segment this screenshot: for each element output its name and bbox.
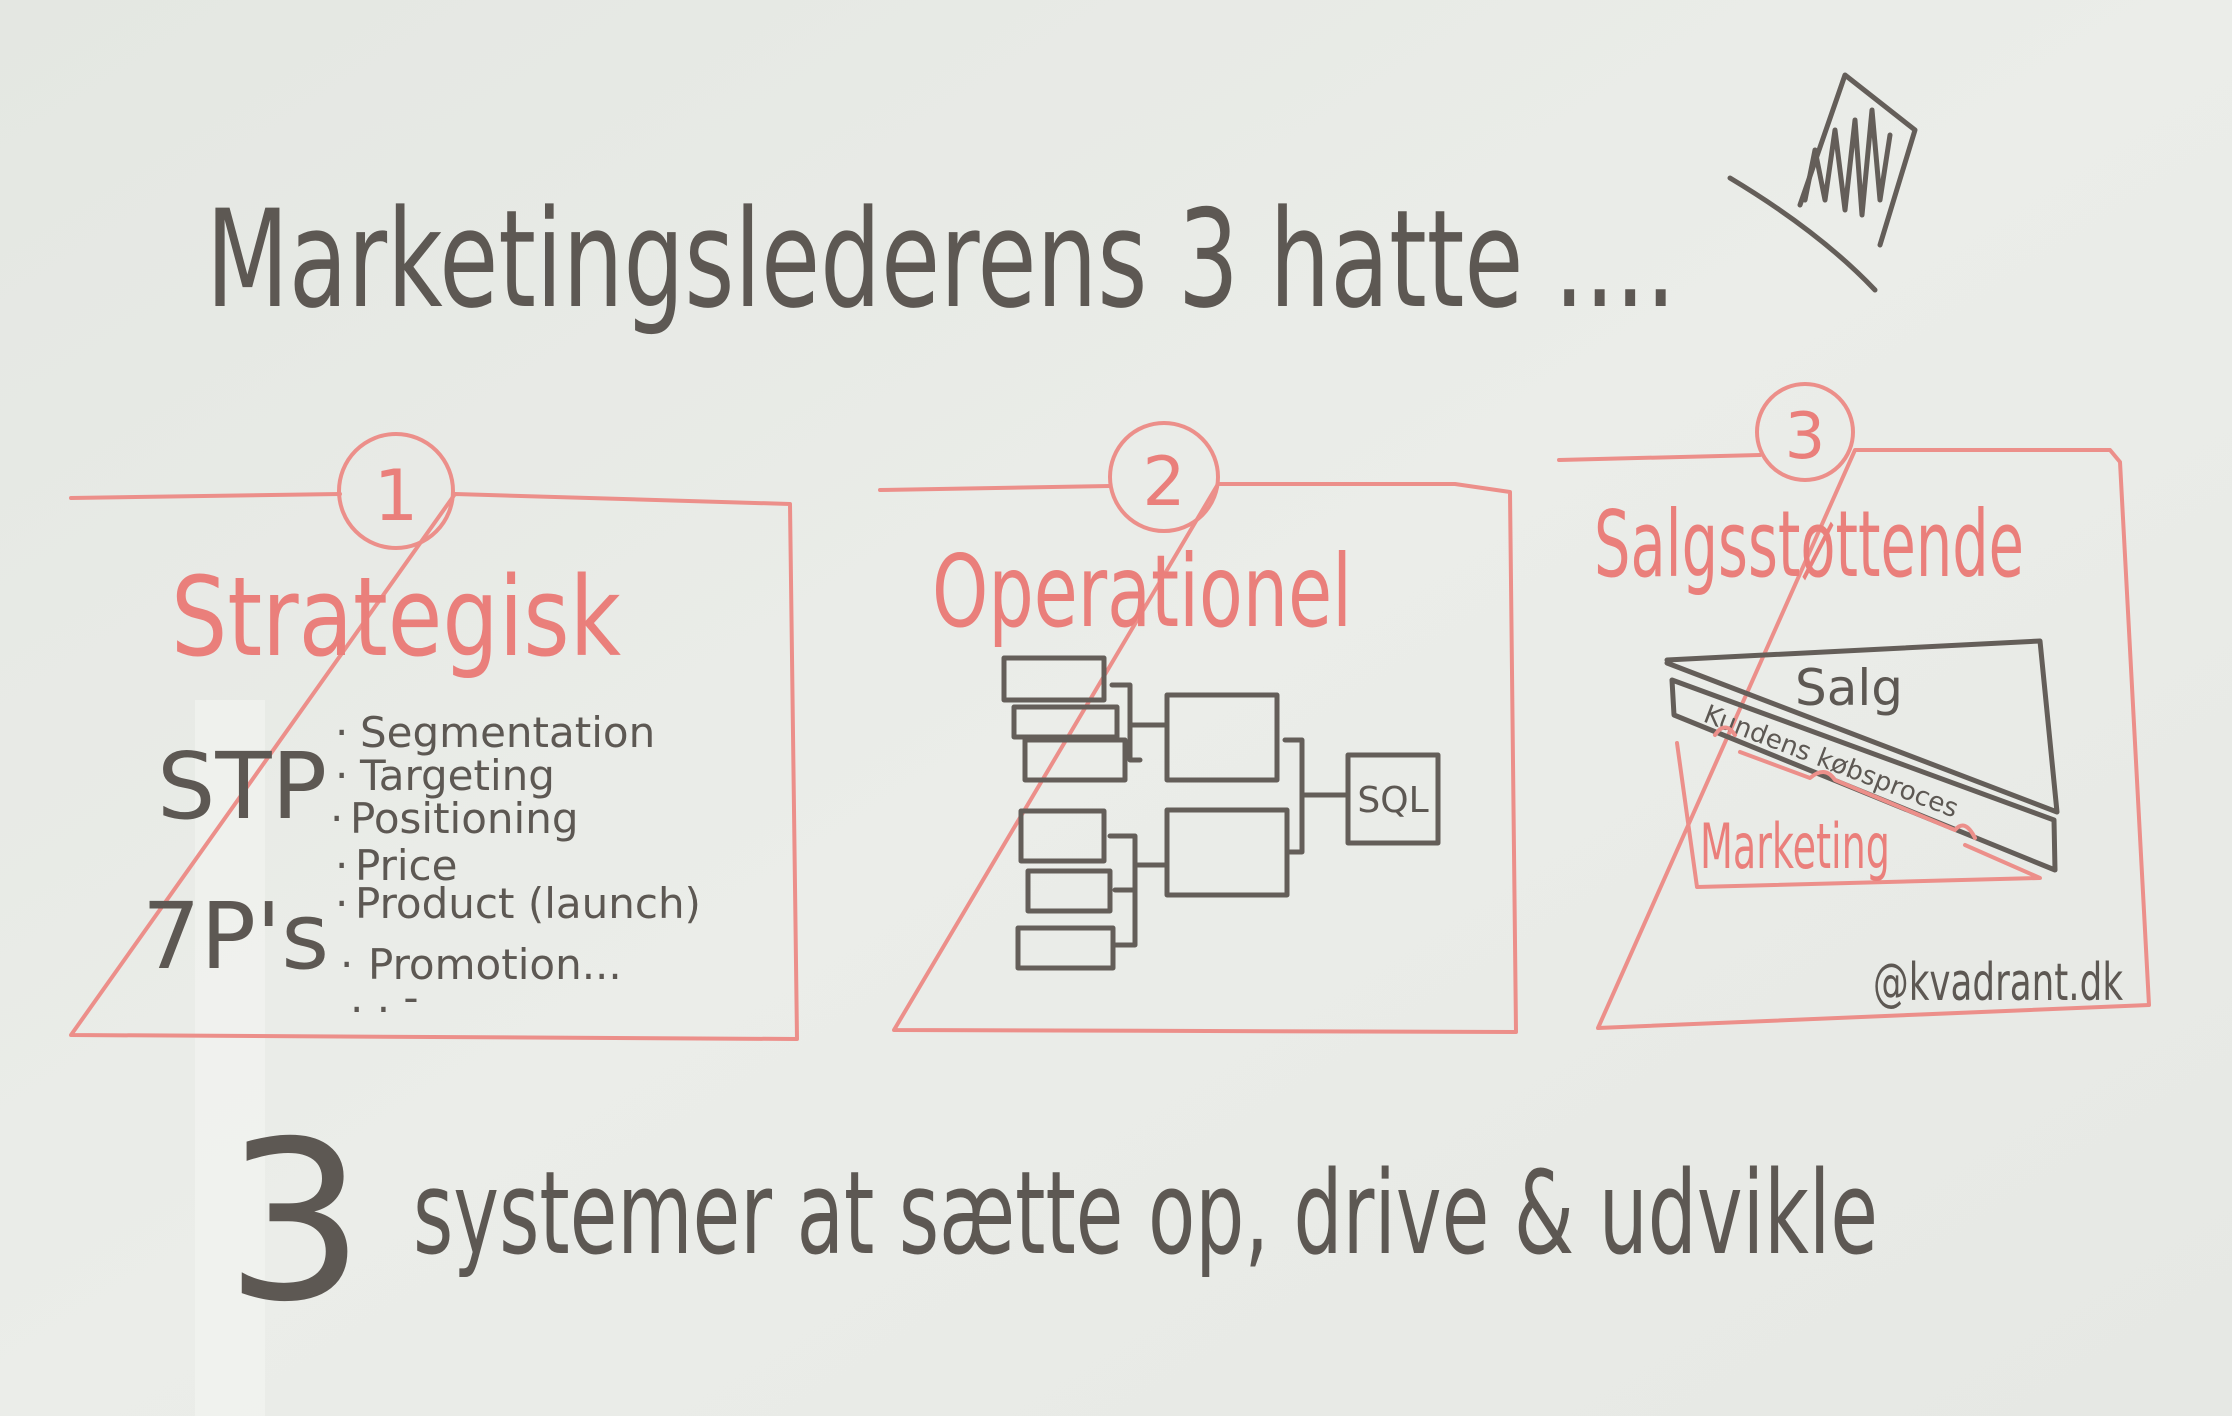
hat-heading: Strategisk bbox=[171, 553, 621, 681]
hat-number: 3 bbox=[1785, 400, 1826, 474]
list-item: Targeting bbox=[359, 751, 555, 800]
number-circle bbox=[1108, 421, 1220, 533]
list-bullet: · bbox=[335, 751, 348, 800]
hat-2-panel: 2 Operationel SQL bbox=[878, 421, 1518, 1034]
list-ellipsis: . . - bbox=[350, 973, 419, 1022]
list-item: Promotion... bbox=[368, 940, 622, 989]
list-item: Price bbox=[355, 841, 457, 890]
footer-text: systemer at sætte op, drive & udvikle bbox=[413, 1147, 1878, 1281]
list-bullet: · bbox=[335, 879, 348, 928]
hat-number: 1 bbox=[374, 455, 419, 537]
list-item: Positioning bbox=[350, 794, 578, 843]
system-flowchart: SQL bbox=[1001, 655, 1441, 971]
list-item: Segmentation bbox=[360, 708, 655, 757]
group-label-7ps: 7P's bbox=[142, 883, 329, 990]
board-title: Marketingslederens 3 hatte .... bbox=[206, 181, 1676, 338]
sales-label: Salg bbox=[1795, 659, 1903, 717]
number-circle bbox=[1755, 382, 1855, 482]
sql-label: SQL bbox=[1357, 780, 1428, 821]
hat-number: 2 bbox=[1142, 443, 1185, 522]
marketing-label: Marketing bbox=[1700, 810, 1890, 883]
list-bullet: · bbox=[340, 940, 353, 989]
list-bullet: · bbox=[335, 708, 348, 757]
number-circle bbox=[337, 432, 455, 550]
credit-handle: @kvadrant.dk bbox=[1873, 953, 2123, 1013]
hat-heading: Salgsstøttende bbox=[1594, 491, 2024, 598]
hat-1-panel: 1 Strategisk STP 7P's · Segmentation · T… bbox=[69, 432, 799, 1041]
light-reflection bbox=[195, 700, 265, 1416]
list-bullet: · bbox=[330, 794, 343, 843]
hat-heading: Operationel bbox=[932, 533, 1352, 650]
top-hat-icon bbox=[1727, 72, 1918, 293]
footer-number: 3 bbox=[225, 1094, 365, 1350]
list-bullet: · bbox=[335, 841, 348, 890]
list-item: Product (launch) bbox=[355, 879, 701, 928]
group-label-stp: STP bbox=[157, 733, 327, 840]
